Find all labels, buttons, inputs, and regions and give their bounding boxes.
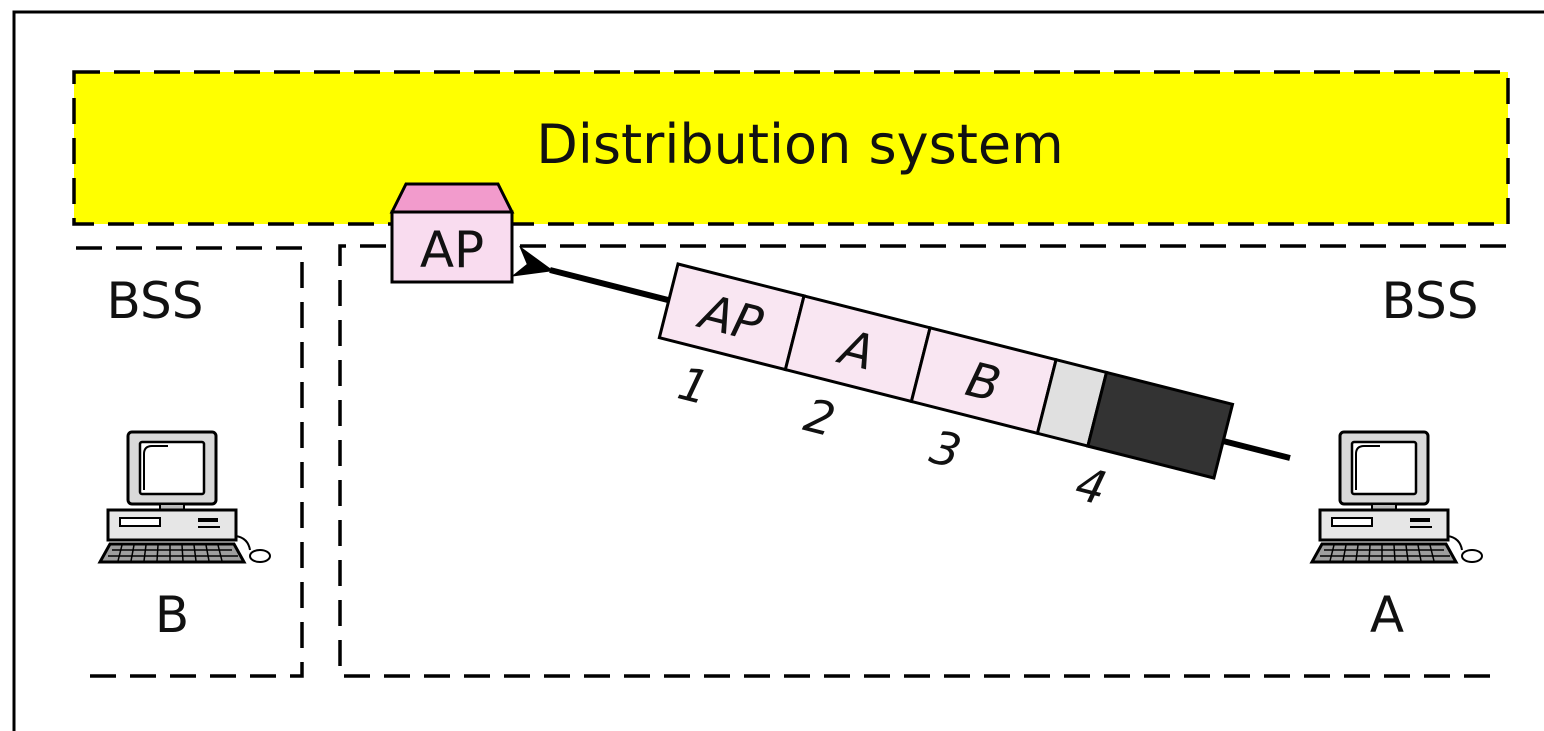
frame: AP A B 1 2 3 4 — [657, 262, 1235, 516]
distribution-system-label: Distribution system — [536, 113, 1063, 176]
access-point-roof — [389, 182, 515, 214]
frame-index-2: 2 — [799, 388, 841, 448]
station-b-label: B — [155, 586, 189, 644]
outer-frame — [12, 10, 1544, 731]
frame-index-4: 4 — [1070, 456, 1112, 516]
access-point-label: AP — [420, 221, 484, 279]
frame-field-dark — [1086, 370, 1235, 480]
bss-right-label: BSS — [1382, 272, 1479, 330]
computer-icon-station-b — [98, 430, 272, 564]
access-point: AP — [389, 182, 515, 284]
bss-left-label: BSS — [107, 272, 204, 330]
bss-right-boundary — [338, 244, 1506, 678]
frame-index-3: 3 — [925, 420, 967, 480]
bss-left-boundary — [76, 246, 304, 678]
computer-icon-station-a — [1310, 430, 1484, 564]
station-a-label: A — [1370, 586, 1404, 644]
distribution-system — [72, 70, 1510, 226]
frame-index-1: 1 — [673, 356, 715, 416]
